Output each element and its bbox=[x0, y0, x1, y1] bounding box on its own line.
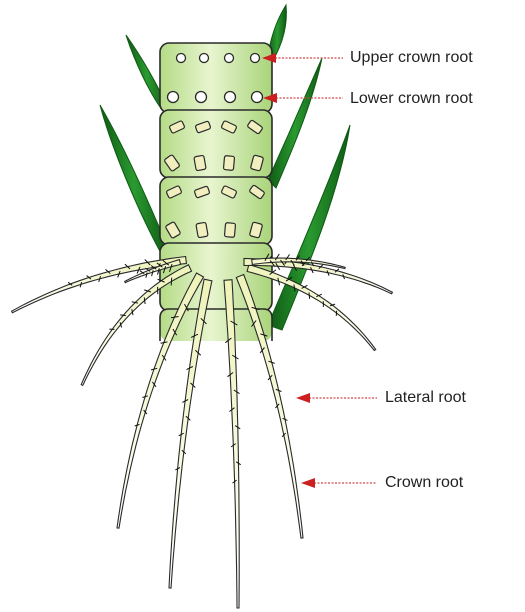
label-lower-crown-root: Lower crown root bbox=[350, 90, 473, 108]
lateral-root-hair bbox=[309, 292, 310, 298]
label-lateral-root: Lateral root bbox=[385, 389, 466, 407]
leaf-middle-left bbox=[100, 105, 168, 255]
pointer-lateral-root bbox=[296, 393, 377, 403]
lateral-root-hair bbox=[120, 315, 126, 316]
leaf-upper-right bbox=[268, 58, 322, 188]
label-crown-root: Crown root bbox=[385, 474, 463, 492]
crown-roots bbox=[12, 254, 393, 608]
pointer-upper-crown-root bbox=[262, 53, 343, 63]
label-upper-crown-root: Upper crown root bbox=[350, 49, 473, 67]
lateral-root-hair bbox=[171, 278, 172, 286]
pointer-crown-root bbox=[301, 478, 377, 488]
